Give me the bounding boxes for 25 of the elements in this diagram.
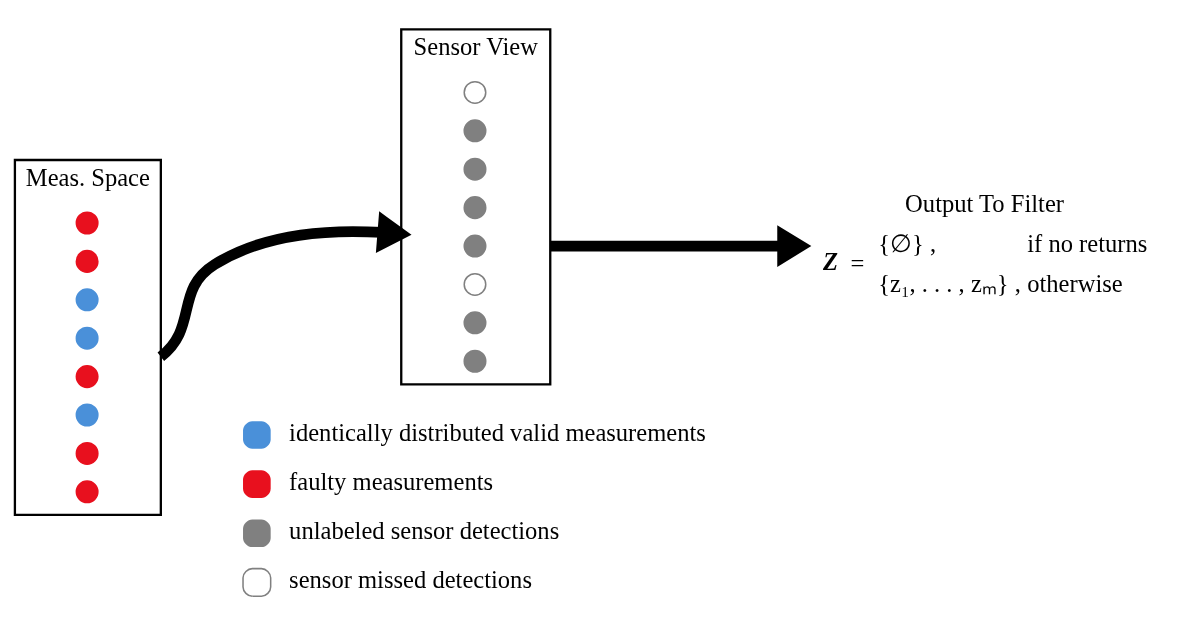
node-circle (463, 311, 487, 335)
node-circle (463, 349, 487, 373)
node-circle (463, 234, 487, 258)
node-circle (75, 480, 99, 504)
node-circle (75, 249, 99, 273)
node-circle (463, 157, 487, 181)
node-circle (463, 272, 487, 296)
node-circle (75, 326, 99, 350)
legend-label: unlabeled sensor detections (289, 517, 560, 545)
node-circle (463, 80, 487, 104)
cluster: Meas. Space (13, 158, 162, 516)
node-circle (463, 119, 487, 143)
cluster: Sensor View (400, 28, 552, 386)
node-circle (75, 288, 99, 312)
legend-label: sensor missed detections (289, 566, 532, 594)
node-text: Output To Filter Z = {∅} , if no returns {z₁, . . . , zₘ} , otherwise (822, 189, 1148, 297)
node-circle (75, 211, 99, 235)
arrow (157, 211, 412, 361)
node-circle (75, 403, 99, 427)
legend-label: faulty measurements (289, 467, 494, 495)
arrow (550, 225, 812, 267)
legend-label: identically distributed valid measurements (289, 418, 706, 446)
node-circle (75, 365, 99, 389)
node-circle (75, 441, 99, 465)
node-circle (463, 196, 487, 220)
